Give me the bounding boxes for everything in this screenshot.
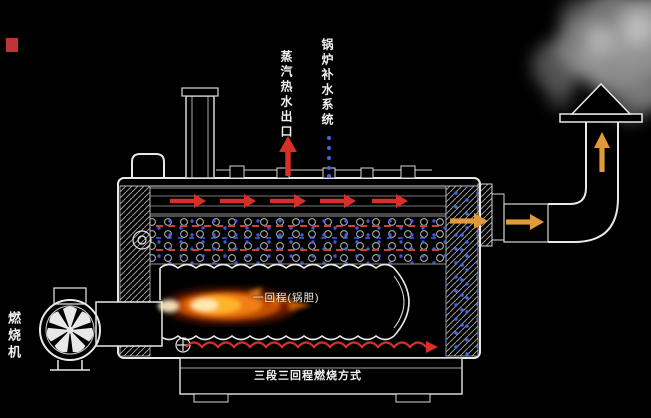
tube-bank xyxy=(149,187,447,265)
label-makeup-water: 锅炉补水系统 xyxy=(320,38,334,128)
exhaust-duct xyxy=(477,183,549,247)
label-furnace: 一回程(锅胆) xyxy=(253,292,320,304)
fan-blades-icon xyxy=(46,306,94,353)
flue-gas-arrows xyxy=(170,194,438,353)
label-burner: 燃烧机 xyxy=(6,311,21,362)
makeup-water-dots xyxy=(327,136,464,327)
burner-fan xyxy=(39,287,163,371)
steam-outlet-arrow xyxy=(279,136,297,176)
flame xyxy=(158,287,312,323)
exhaust-arrows xyxy=(450,132,610,230)
label-steam-outlet: 蒸汽热水出口 xyxy=(279,50,293,140)
label-caption: 三段三回程燃烧方式 xyxy=(254,370,362,382)
base-stand xyxy=(179,357,463,403)
watermark-stamp xyxy=(6,38,18,52)
top-fittings xyxy=(181,87,432,179)
smoke-plume xyxy=(532,0,651,122)
